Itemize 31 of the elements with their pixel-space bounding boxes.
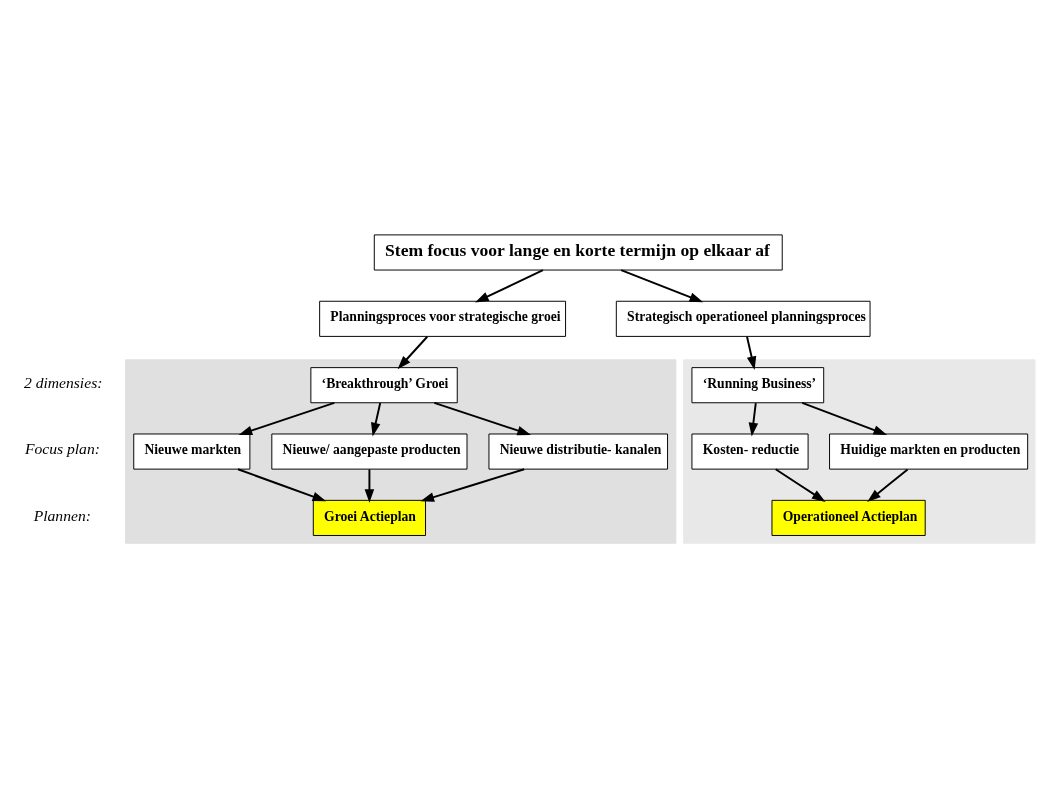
node-box: Planningsproces voor strategische groei [319,300,567,337]
arrow [433,401,531,435]
node-box: ‘Breakthrough’ Groei [310,366,458,403]
label: 2 dimensies: [23,373,103,391]
node-box: Strategisch operationeel planningsproces [615,300,871,337]
node-box: Nieuwe/ aangepaste producten [271,433,468,470]
arrow [364,467,375,503]
arrow [371,401,382,436]
arrow [420,467,526,502]
node-box: ‘Running Business’ [691,366,825,403]
arrow [238,401,336,435]
node-box: Stem focus voor lange en korte termijn op elkaar af [373,233,783,271]
label: Focus plan: [24,439,100,457]
label: Plannen: [33,506,91,524]
arrow [774,467,826,502]
node-box: Nieuwe distributie- kanalen [488,433,669,470]
cluster [124,358,677,544]
arrow [397,335,429,369]
node-box: Groei Actieplan [312,499,426,536]
arrow [746,335,757,370]
arrow [748,401,759,436]
node-box: Operationeel Actieplan [771,499,926,536]
arrow [620,268,704,302]
node-box: Nieuwe markten [133,433,251,470]
arrow [475,268,544,302]
arrow [801,401,888,435]
node-box: Kosten- reductie [691,433,809,470]
arrow [237,467,327,501]
arrow [867,467,909,502]
cluster [683,358,1036,544]
node-box: Huidige markten en producten [829,433,1029,470]
